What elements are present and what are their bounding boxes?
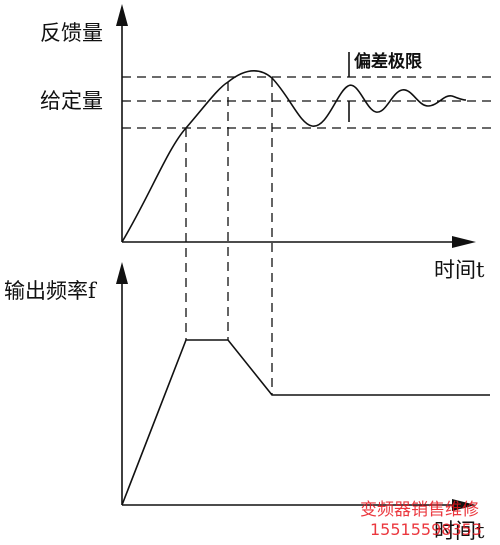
bottom-x-arrow — [452, 499, 476, 511]
projection-lines — [185, 78, 273, 395]
watermark-line-1: 变频器销售维修 — [360, 500, 479, 520]
watermark-line-2: 15515598353 — [370, 520, 482, 539]
top-y-arrow — [116, 4, 128, 26]
watermark: 变频器销售维修 15515598353 — [360, 500, 482, 539]
bottom-y-label: 输出频率f — [4, 279, 98, 303]
top-chart: 反馈量 给定量 偏差极限 时间t — [40, 4, 492, 282]
bottom-chart: 输出频率f 时间t — [4, 262, 490, 543]
setpoint-label: 给定量 — [40, 89, 103, 113]
bottom-x-label: 时间t — [434, 519, 485, 543]
top-y-label: 反馈量 — [40, 21, 103, 45]
bottom-y-arrow — [116, 262, 128, 284]
top-x-arrow — [452, 236, 476, 248]
feedback-curve — [121, 70, 467, 243]
frequency-curve — [121, 339, 490, 506]
top-x-label: 时间t — [434, 258, 485, 282]
deviation-limit-label: 偏差极限 — [354, 51, 422, 72]
